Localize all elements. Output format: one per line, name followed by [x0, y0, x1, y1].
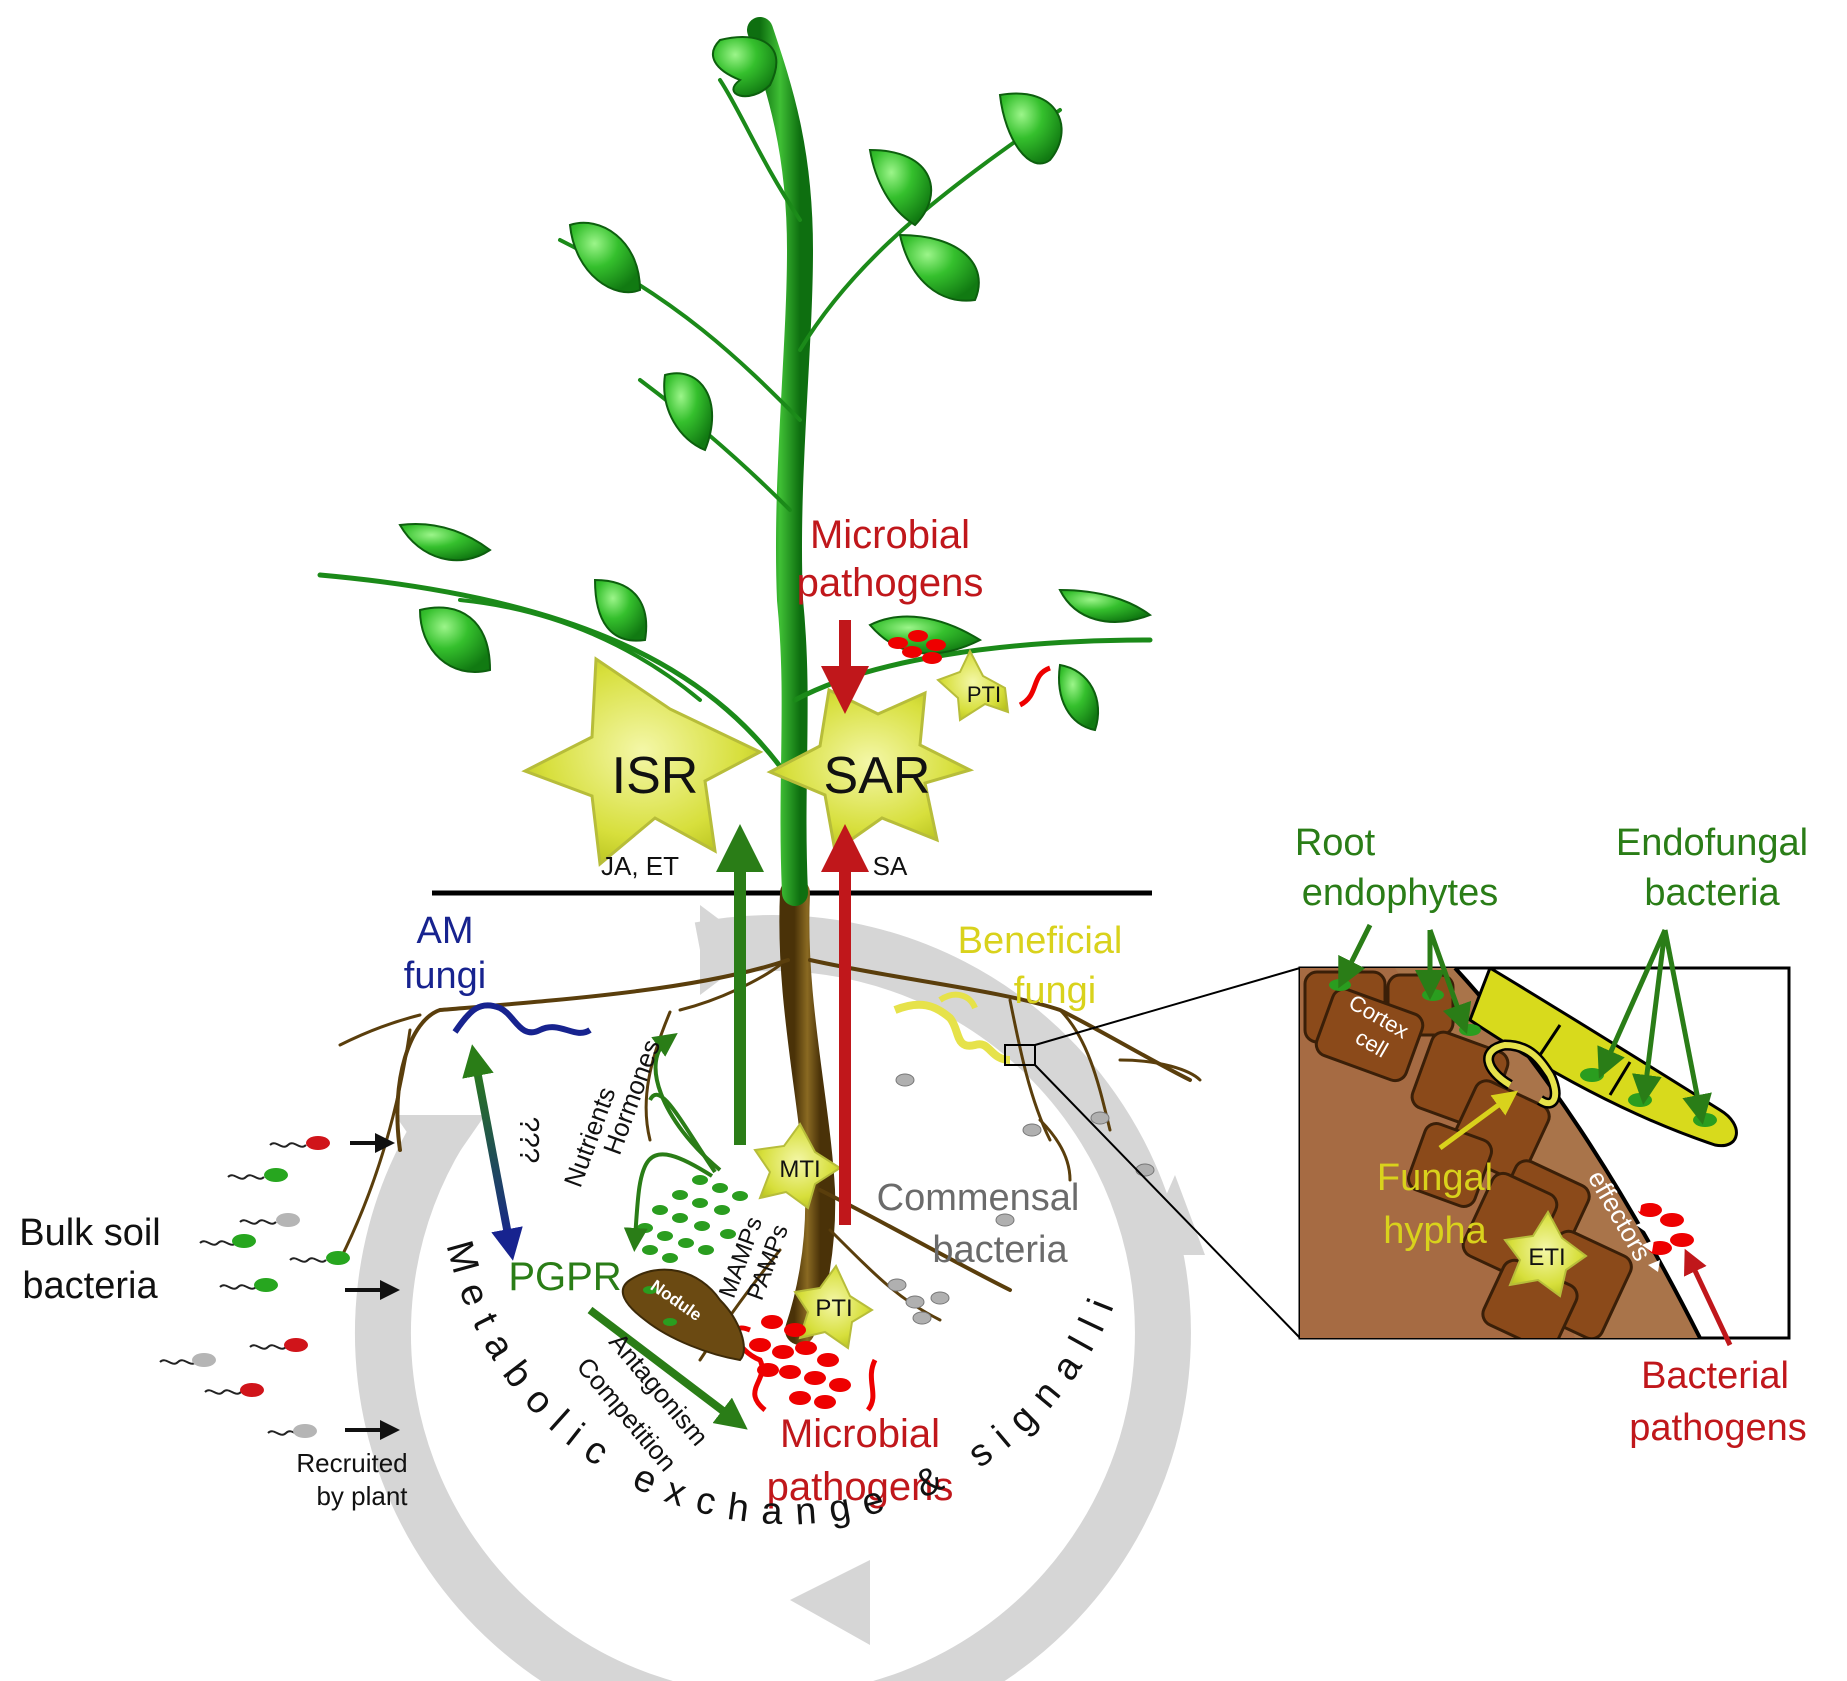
isr-star [521, 656, 764, 867]
am-fungi-label: AM [417, 910, 474, 952]
bulk-soil-bacteria [159, 1136, 350, 1438]
root-pathogens-label: Microbial [780, 1412, 940, 1456]
leaf-pti-star [936, 648, 1010, 722]
eti-label: ETI [1528, 1244, 1565, 1271]
bacterial-pathogen-arrow [1684, 1248, 1733, 1347]
eti-star [1503, 1210, 1588, 1298]
zoom-source-box [1004, 1044, 1036, 1066]
bulk-bacterium-red [249, 1338, 308, 1352]
pgpr-label: PGPR [508, 1255, 621, 1299]
bacterial-pathogens-label: Bacterial [1641, 1355, 1789, 1397]
bulk-soil-label: bacteria [22, 1265, 158, 1307]
mti-label: MTI [779, 1156, 820, 1183]
endofungal-label: bacteria [1644, 872, 1780, 914]
root-pathogens-label: pathogens [767, 1465, 954, 1509]
bulk-soil-label: Bulk soil [19, 1212, 161, 1254]
root-endophytes-label: endophytes [1302, 872, 1499, 914]
nutrients-arrow [651, 1033, 722, 1172]
mti-star [753, 1122, 842, 1210]
plant-leaves [398, 36, 1153, 822]
root-section-inset [1298, 966, 1791, 1340]
endofungal-arrow [1631, 929, 1668, 1105]
metabolic-cycle-ring [354, 905, 1205, 1681]
bulk-bacterium-red [269, 1136, 330, 1150]
bacterial-pathogens-label: pathogens [1629, 1407, 1807, 1449]
bulk-bacterium-grey [159, 1353, 216, 1367]
bulk-bacterium-green [199, 1234, 256, 1248]
bulk-bacterium-green [227, 1168, 288, 1182]
root-pathogen-hypha-right [865, 1358, 878, 1412]
root-endophyte-arrow [1338, 923, 1373, 989]
question-marks: ??? [514, 1117, 545, 1164]
bulk-bacterium-grey [239, 1213, 300, 1227]
root-pti-label: PTI [815, 1295, 852, 1322]
hormones-arrow [623, 1152, 714, 1252]
commensal-cells [887, 1073, 1155, 1325]
root-endophytes-label: Root [1295, 822, 1376, 864]
root-pti-star [793, 1264, 874, 1350]
nodule-cell [663, 1318, 677, 1326]
endofungal-arrow [1597, 928, 1668, 1079]
am-pgpr-exchange-arrow [462, 1044, 523, 1261]
am-fungi-label: fungi [404, 955, 486, 997]
fungal-hypha-arrow [1438, 1090, 1519, 1151]
zoom-line-bottom [1034, 1064, 1301, 1339]
antagonism-arrow [587, 1306, 748, 1430]
hypha-septum [1538, 1024, 1562, 1056]
beneficial-fungi-label: fungi [1014, 970, 1096, 1012]
commensal-label: bacteria [932, 1229, 1068, 1271]
bulk-bacterium-red [204, 1383, 264, 1397]
bulk-bacterium-grey [267, 1424, 317, 1438]
recruited-label: Recruited [296, 1448, 407, 1478]
shoot-pathogens-label: Microbial [810, 513, 970, 557]
beneficial-fungi-hypha [893, 1000, 1011, 1064]
sar-star [766, 687, 975, 854]
beneficial-fungi-hypha-branch [938, 991, 978, 1010]
nodule-cell [643, 1286, 657, 1294]
endofungal-arrow [1662, 929, 1712, 1125]
am-fungi-hypha [452, 1002, 592, 1036]
effector-arrowheads [1630, 1200, 1660, 1272]
leaf-pathogen-cells [888, 630, 946, 664]
root-endophyte-arrow [1427, 929, 1472, 1035]
fungal-hypha-label: hypha [1383, 1210, 1487, 1252]
ja-et-label: JA, ET [601, 851, 679, 881]
bulk-bacterium-green [219, 1278, 278, 1292]
shoot-pathogens-label: pathogens [797, 561, 984, 605]
hormones-arrow-upper [648, 1092, 717, 1174]
zoom-line-top [1034, 967, 1301, 1046]
leaf-pti-label: PTI [967, 682, 1001, 707]
fungal-hypha-label: Fungal [1377, 1157, 1493, 1199]
inset-pathogen-cells [1638, 1203, 1694, 1255]
beneficial-fungi-label: Beneficial [958, 920, 1123, 962]
sar-label: SAR [824, 747, 931, 805]
recruited-label: by plant [316, 1481, 408, 1511]
endofungal-label: Endofungal [1616, 822, 1808, 864]
leaf-pathogen-hypha [1018, 665, 1052, 708]
commensal-label: Commensal [877, 1177, 1080, 1219]
bulk-bacterium-green [289, 1251, 350, 1265]
sa-label: SA [873, 851, 908, 881]
isr-label: ISR [612, 747, 699, 805]
